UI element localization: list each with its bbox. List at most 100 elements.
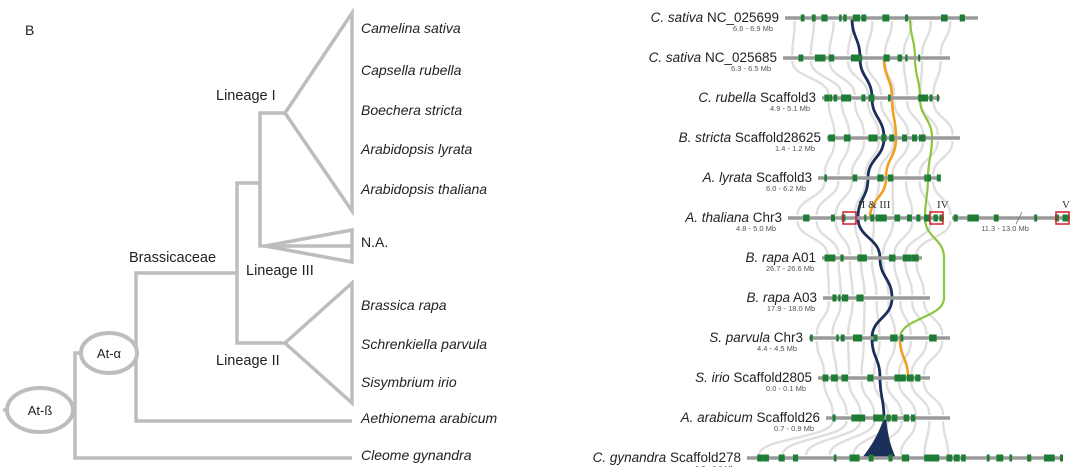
- synteny-link: [826, 260, 831, 296]
- gene-block: [814, 54, 821, 62]
- region-highlight-box: [1055, 211, 1070, 225]
- track-range: 0.7 - 0.9 Mb: [774, 424, 814, 433]
- gene-block: [1043, 454, 1049, 462]
- track-species: A. arabicum: [680, 410, 753, 425]
- gene-block: [961, 454, 966, 462]
- gene-block: [868, 134, 876, 142]
- gene-block: [939, 214, 944, 222]
- synteny-link: [791, 60, 830, 96]
- gene-block: [929, 94, 933, 102]
- gene-block: [903, 414, 910, 422]
- gene-block: [924, 174, 927, 182]
- synteny-link: [865, 20, 874, 56]
- synteny-link: [885, 340, 897, 376]
- synteny-link: [910, 380, 931, 416]
- synteny-link: [815, 220, 840, 256]
- track-species: A. thaliana: [684, 210, 749, 225]
- gene-block: [794, 454, 799, 462]
- gene-block: [831, 374, 838, 382]
- synteny-link: [892, 100, 910, 136]
- gene-block: [838, 294, 841, 302]
- gene-block: [861, 94, 866, 102]
- track-range: 4.4 - 4.5 Mb: [757, 344, 797, 353]
- synteny-link: [828, 420, 876, 456]
- gene-block: [843, 14, 847, 22]
- synteny-link: [828, 20, 835, 56]
- gene-block: [1034, 214, 1038, 222]
- highlighted-synteny-curves: [850, 16, 946, 460]
- gene-block: [874, 134, 878, 142]
- synteny-link: [823, 140, 836, 176]
- region-label: V: [1062, 199, 1070, 211]
- node-at-alpha-label: At-α: [97, 346, 122, 361]
- track-species: B. rapa: [746, 290, 790, 305]
- gene-block: [864, 214, 867, 222]
- track-name: A01: [789, 250, 816, 265]
- gene-block: [860, 54, 863, 62]
- species-label: Brassica rapa: [361, 297, 447, 313]
- gene-block: [888, 94, 891, 102]
- gene-block: [932, 454, 940, 462]
- gene-block: [803, 214, 810, 222]
- track-species: C. sativa: [649, 50, 702, 65]
- synteny-link: [846, 60, 870, 96]
- synteny-link: [852, 420, 890, 456]
- track-name: Chr3: [749, 210, 782, 225]
- track-label: C. sativa NC_025685: [649, 50, 777, 65]
- gene-block: [862, 14, 867, 22]
- lineage-i-clade-triangle: [282, 7, 354, 217]
- extra-range-label: 11.3 - 13.0 Mb: [981, 224, 1029, 233]
- gene-block: [894, 374, 901, 382]
- gene-block: [1055, 214, 1059, 222]
- synteny-link: [870, 220, 876, 256]
- synteny-link: [906, 100, 925, 136]
- gene-block: [882, 14, 890, 22]
- gene-block: [895, 334, 898, 342]
- gene-block: [922, 94, 929, 102]
- gene-block: [871, 94, 875, 102]
- node-at-alpha-ellipse: [79, 331, 139, 375]
- gene-block: [857, 334, 863, 342]
- gene-block: [911, 254, 918, 262]
- synteny-link: [831, 340, 838, 376]
- synteny-link: [815, 180, 840, 216]
- species-label: Boechera stricta: [361, 102, 462, 118]
- gene-block: [798, 54, 804, 62]
- lineage-iii-label: Lineage III: [246, 263, 314, 279]
- synteny-link: [815, 340, 826, 376]
- species-label: Cleome gynandra: [361, 447, 472, 463]
- track-label: A. lyrata Scaffold3: [702, 170, 812, 185]
- gene-block: [834, 294, 837, 302]
- region-highlight-box: [929, 211, 944, 225]
- node-brassicaceae-label: Brassicaceae: [129, 250, 216, 266]
- track-label: S. parvula Chr3: [709, 330, 803, 345]
- gene-block: [906, 374, 914, 382]
- synteny-link: [850, 140, 866, 176]
- gene-block: [905, 14, 909, 22]
- gene-block: [1027, 454, 1032, 462]
- synteny-link: [870, 260, 878, 296]
- gene-block: [888, 254, 896, 262]
- track-label: B. stricta Scaffold28625: [679, 130, 821, 145]
- track-species: C. gynandra: [593, 450, 667, 465]
- synteny-link: [920, 20, 933, 56]
- track-range: 4.8 - 5.0 Mb: [736, 224, 776, 233]
- synteny-link: [932, 180, 952, 216]
- gene-block: [883, 54, 890, 62]
- synteny-link: [862, 300, 866, 336]
- gene-block: [839, 14, 842, 22]
- species-label: Arabidopsis thaliana: [360, 181, 487, 197]
- synteny-link: [939, 20, 952, 56]
- gene-block: [910, 414, 916, 422]
- track-name: Scaffold278: [666, 450, 741, 465]
- track-name: A03: [790, 290, 817, 305]
- tree-branch-aethionema: [134, 353, 352, 423]
- gene-block: [929, 334, 937, 342]
- track-range: 6.6 - 6.9 Mb: [733, 24, 773, 33]
- gene-block: [927, 174, 931, 182]
- species-label: N.A.: [361, 234, 388, 250]
